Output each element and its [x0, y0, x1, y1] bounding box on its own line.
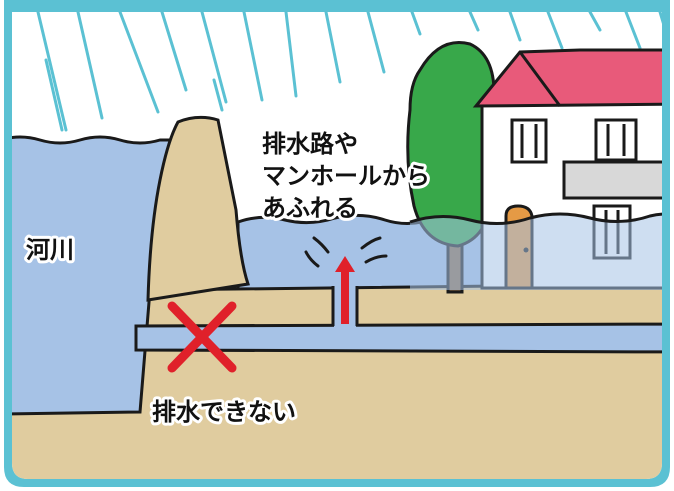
flood-water-overlay	[410, 214, 662, 290]
label-overflow-line1: 排水路や	[262, 130, 358, 158]
splash-marks	[304, 236, 388, 268]
label-overflow-line3: あふれる	[262, 194, 358, 222]
overflow-arrow	[335, 256, 355, 324]
drain-pipe	[134, 322, 662, 354]
label-cannot-drain: 排水できない	[152, 398, 296, 426]
river-water	[12, 135, 177, 432]
blocked-x-mark	[167, 301, 237, 373]
label-overflow-line2: マンホールから	[262, 162, 430, 190]
levee	[146, 115, 250, 302]
label-river: 河川	[26, 236, 74, 264]
